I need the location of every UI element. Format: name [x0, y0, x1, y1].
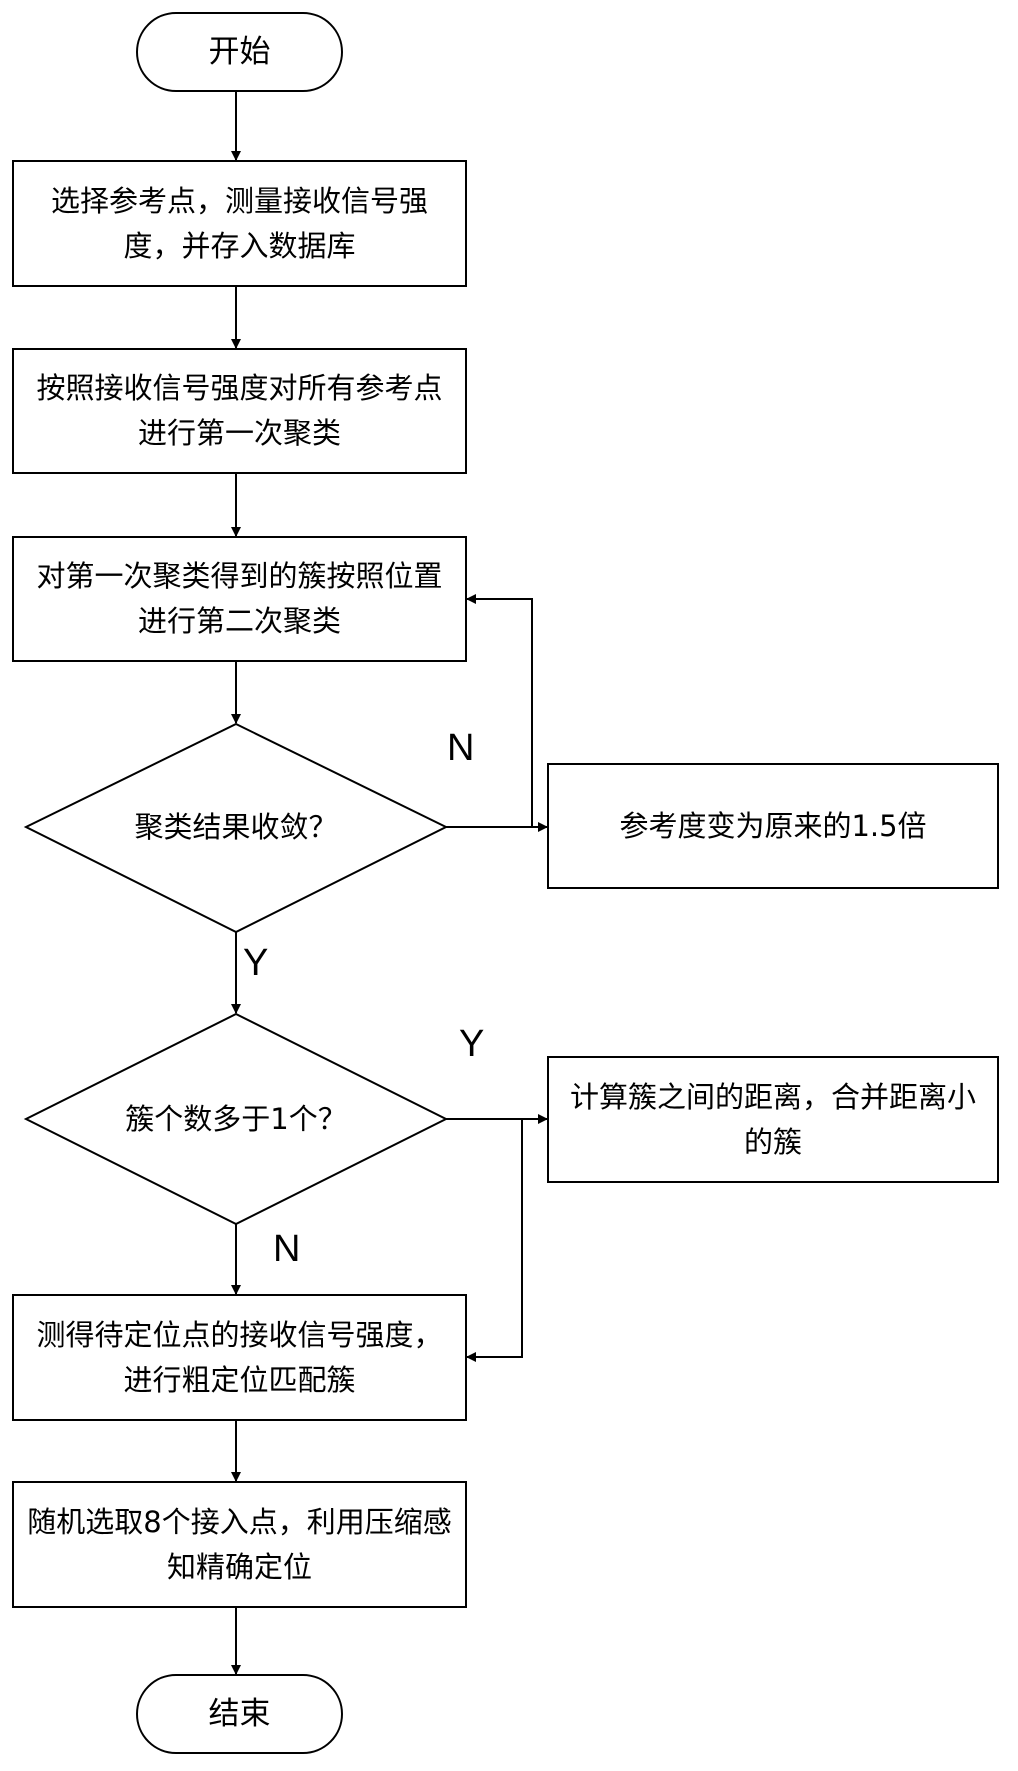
start-label: 开始: [208, 33, 271, 70]
step4-box: 测得待定位点的接收信号强度，进行粗定位匹配簇: [13, 1295, 466, 1420]
step3-label: 对第一次聚类得到的簇按照位置进行第二次聚类: [36, 559, 443, 638]
step5-box-shape: [12, 1481, 467, 1608]
step2-box: 按照接收信号强度对所有参考点进行第一次聚类: [13, 349, 466, 473]
decision2-diamond: 簇个数多于1个？: [96, 1079, 376, 1159]
step5-box: 随机选取8个接入点，利用压缩感知精确定位: [13, 1482, 466, 1607]
decision2-label: 簇个数多于1个？: [125, 1101, 347, 1136]
adjust-box: 参考度变为原来的1.5倍: [548, 764, 998, 888]
adjust-label: 参考度变为原来的1.5倍: [619, 808, 927, 843]
end-terminal: 结束: [137, 1675, 342, 1753]
end-label: 结束: [208, 1695, 271, 1732]
step3-box-shape: [12, 536, 467, 662]
start-terminal: 开始: [137, 13, 342, 91]
step3-box: 对第一次聚类得到的簇按照位置进行第二次聚类: [13, 537, 466, 661]
step5-label: 随机选取8个接入点，利用压缩感知精确定位: [27, 1504, 452, 1584]
adjust-box-shape: [547, 763, 999, 889]
step1-box-shape: [12, 160, 467, 287]
merge-box-shape: [547, 1056, 999, 1183]
decision1-yes-label: Y: [243, 942, 269, 984]
merge-label: 计算簇之间的距离，合并距离小的簇: [569, 1079, 976, 1159]
decision1-label: 聚类结果收敛？: [134, 809, 338, 844]
step2-label: 按照接收信号强度对所有参考点进行第一次聚类: [36, 371, 443, 450]
arrow-merge-loop-to-step4: [466, 1119, 523, 1362]
decision1-diamond: 聚类结果收敛？: [96, 787, 376, 867]
start-terminal-shape: [136, 12, 343, 92]
decision2-yes-label: Y: [459, 1023, 485, 1065]
decision1-no-label: N: [447, 727, 475, 769]
step1-box: 选择参考点，测量接收信号强度，并存入数据库: [13, 161, 466, 286]
step2-box-shape: [12, 348, 467, 474]
step4-label: 测得待定位点的接收信号强度，进行粗定位匹配簇: [36, 1317, 443, 1397]
merge-box: 计算簇之间的距离，合并距离小的簇: [548, 1057, 998, 1182]
end-terminal-shape: [136, 1674, 343, 1754]
step1-label: 选择参考点，测量接收信号强度，并存入数据库: [50, 183, 428, 263]
decision2-no-label: N: [273, 1228, 301, 1270]
step4-box-shape: [12, 1294, 467, 1421]
arrow-adjust-loop-to-step3: [466, 594, 533, 827]
